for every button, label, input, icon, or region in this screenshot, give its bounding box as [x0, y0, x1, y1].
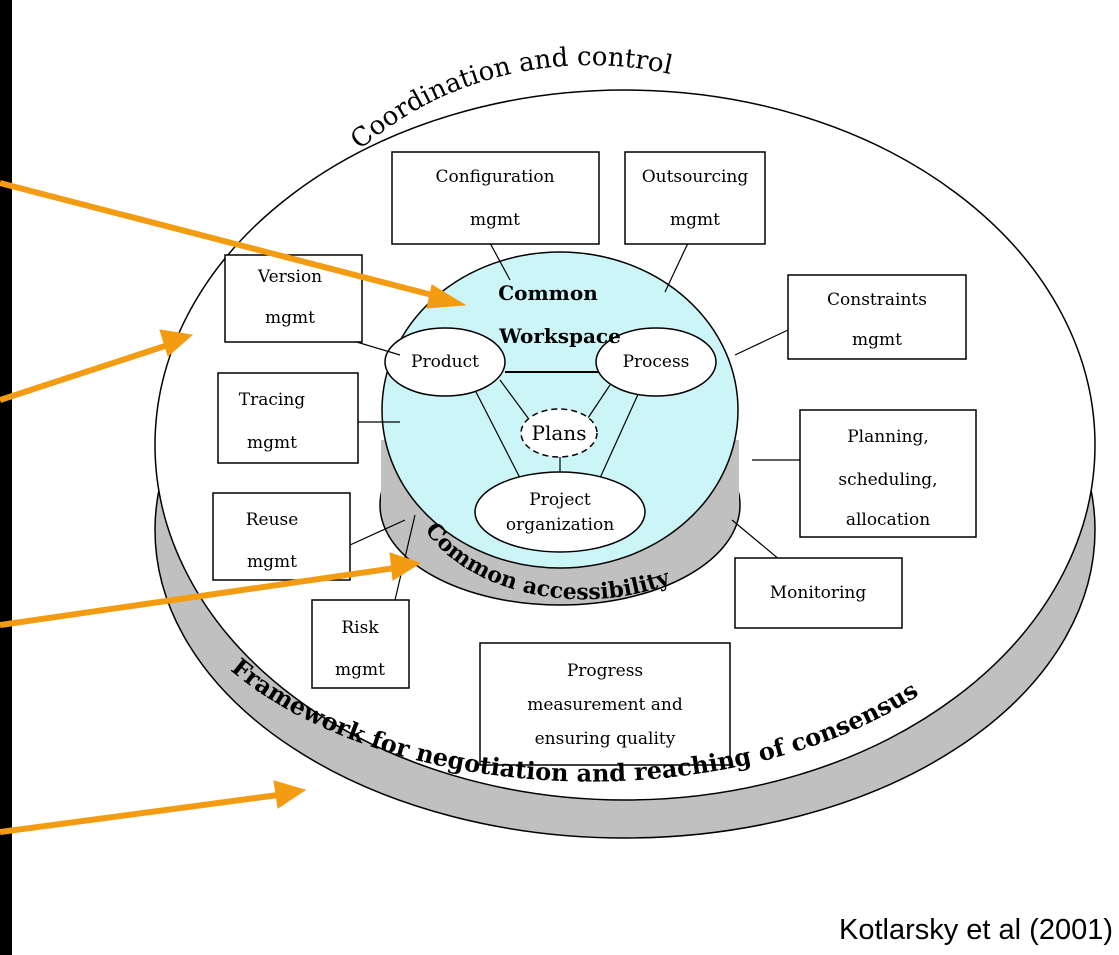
risk-box	[311, 599, 410, 689]
product-label: Product	[411, 352, 479, 372]
constraints-label: Constraints	[827, 290, 927, 310]
arrowhead-negotiation-framework	[273, 780, 307, 809]
citation: Kotlarsky et al (2001)	[838, 914, 1113, 946]
connector-product-project	[474, 389, 521, 479]
progress-label-1: Progress	[567, 661, 643, 681]
connector-monitoring	[731, 519, 781, 561]
plans-node	[520, 408, 598, 458]
planning-label-2: scheduling,	[838, 470, 937, 490]
version-mgmt: mgmt	[265, 308, 315, 328]
connector-outsourcing	[664, 242, 689, 293]
constraints-box	[787, 274, 967, 360]
arrow-to-common-workspace	[0, 180, 441, 300]
project-label-2: organization	[506, 515, 614, 535]
configuration-mgmt: mgmt	[470, 210, 520, 230]
reuse-label: Reuse	[246, 510, 299, 530]
connector-process-project	[599, 389, 641, 479]
reuse-box	[212, 492, 351, 581]
planning-label-1: Planning,	[847, 427, 929, 447]
arrow-to-common-accessibility	[0, 565, 396, 628]
common-title: Common	[498, 281, 598, 305]
configuration-label: Configuration	[435, 167, 554, 187]
planning-label-3: allocation	[846, 510, 930, 530]
process-node	[595, 327, 717, 397]
reuse-mgmt: mgmt	[247, 552, 297, 572]
connector-reuse	[349, 519, 406, 546]
arrow-to-coordination	[0, 342, 169, 403]
tracing-mgmt: mgmt	[247, 433, 297, 453]
progress-label-2: measurement and	[527, 695, 683, 715]
workspace-title: Workspace	[498, 324, 621, 348]
outsourcing-mgmt: mgmt	[670, 210, 720, 230]
outsourcing-box	[624, 151, 766, 245]
connector-product-plans	[499, 379, 529, 419]
risk-label: Risk	[341, 618, 379, 638]
risk-mgmt: mgmt	[335, 660, 385, 680]
arrowhead-common-workspace	[426, 284, 467, 309]
outsourcing-label: Outsourcing	[642, 167, 749, 187]
project-label-1: Project	[529, 490, 591, 510]
configuration-box	[391, 151, 600, 245]
progress-label-3: ensuring quality	[535, 729, 676, 749]
tracing-box	[217, 372, 359, 464]
monitoring-box	[734, 557, 903, 629]
project-organization-node	[474, 471, 646, 553]
arrowhead-common-accessibility	[389, 552, 422, 581]
arrow-to-negotiation-framework	[0, 792, 279, 835]
plans-label: Plans	[532, 421, 587, 445]
constraints-mgmt: mgmt	[852, 330, 902, 350]
connector-constraints	[734, 329, 789, 356]
monitoring-label: Monitoring	[770, 583, 867, 603]
process-label: Process	[623, 352, 690, 372]
progress-box	[479, 642, 731, 766]
connector-process-plans	[587, 384, 611, 419]
product-node	[384, 327, 506, 397]
planning-box	[799, 409, 977, 538]
connector-configuration	[489, 242, 511, 281]
annotation-arrows	[0, 180, 467, 835]
version-label: Version	[257, 267, 322, 287]
arrowhead-coordination	[159, 329, 194, 357]
tracing-label: Tracing	[239, 390, 306, 410]
